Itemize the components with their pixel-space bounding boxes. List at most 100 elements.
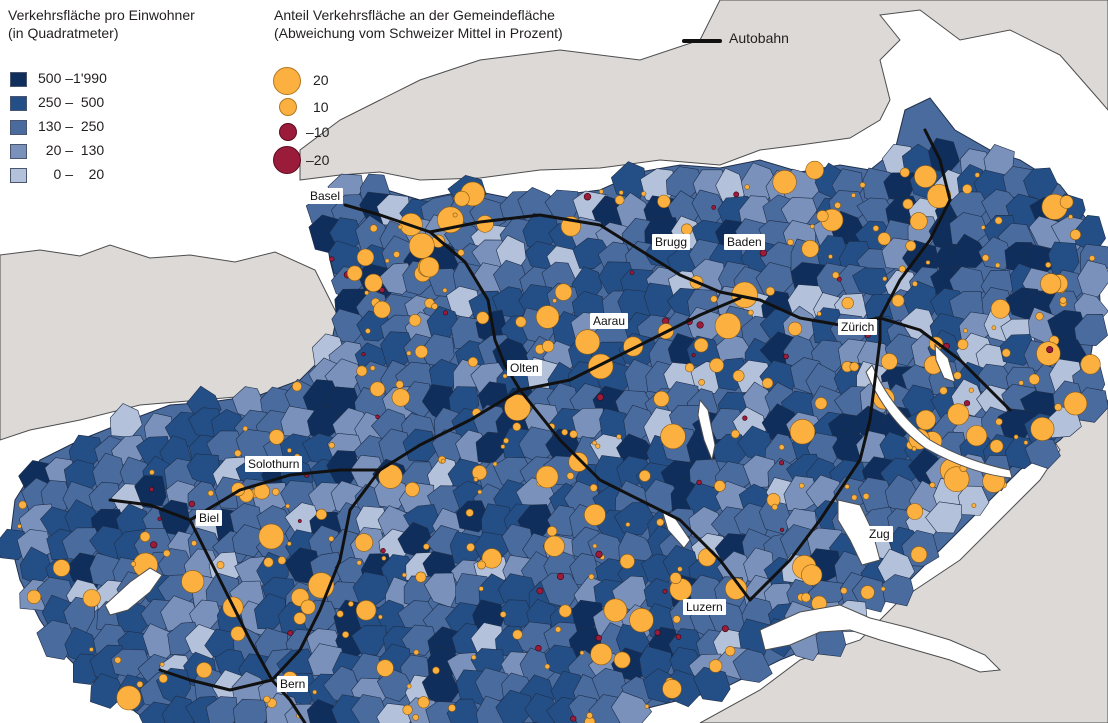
share-symbol-positive (543, 535, 565, 557)
share-symbol-positive (698, 378, 705, 386)
share-symbol-positive (503, 437, 509, 444)
share-symbol-positive (684, 362, 695, 373)
legend-area-class-label: 250 – 500 (38, 94, 105, 110)
share-symbol-positive (586, 712, 593, 719)
municipality-cell (161, 695, 196, 723)
lake-biel (104, 567, 163, 616)
share-symbol-positive (991, 325, 997, 331)
share-symbol-positive (356, 248, 375, 267)
share-symbol-positive (406, 683, 412, 689)
city-label-brugg: Brugg (652, 234, 691, 250)
share-symbol-positive (713, 480, 726, 492)
share-symbol-positive (440, 458, 446, 464)
share-symbol-positive (139, 531, 151, 543)
share-symbol-positive (347, 601, 354, 607)
share-symbol-positive (771, 503, 778, 511)
share-symbol-positive (285, 503, 291, 509)
share-symbol-negative (379, 287, 385, 293)
share-symbol-positive (158, 673, 168, 684)
share-symbol-positive (181, 570, 205, 594)
share-symbol-positive (402, 704, 413, 716)
share-symbol-positive (401, 572, 407, 578)
share-symbol-positive (724, 577, 747, 600)
lake-hallwil (697, 398, 716, 462)
share-symbol-negative (536, 587, 544, 595)
share-symbol-positive (693, 338, 709, 353)
share-symbol-positive (957, 338, 969, 350)
share-symbol-positive (378, 614, 383, 620)
share-symbol-positive (369, 381, 386, 397)
share-symbol-positive (216, 561, 225, 569)
lake-lucerne (759, 604, 1002, 673)
share-symbol-positive (52, 559, 71, 577)
share-symbol-positive (834, 201, 841, 209)
highway-olten-zurich (518, 296, 742, 392)
share-symbol-positive (346, 265, 363, 282)
share-symbol-positive (832, 271, 840, 279)
municipality-cell (693, 666, 731, 703)
legend-swatch (10, 168, 27, 183)
share-symbol-negative (662, 588, 668, 594)
city-label-olten: Olten (507, 360, 542, 376)
share-symbol-positive (467, 356, 479, 368)
highway-zurich-east (878, 316, 1012, 412)
share-symbol-positive (500, 611, 507, 618)
share-symbol-positive (912, 280, 918, 287)
share-symbol-positive (989, 439, 1004, 454)
share-symbol-positive (851, 192, 856, 198)
city-label-baden: Baden (724, 234, 765, 250)
share-symbol-positive (732, 369, 745, 382)
share-symbol-positive (404, 481, 420, 497)
share-symbol-positive (17, 523, 22, 529)
share-symbol-positive (798, 482, 805, 489)
share-symbol-positive (328, 442, 335, 449)
municipality-cells (0, 137, 1108, 723)
share-symbol-positive (872, 225, 880, 232)
share-symbol-positive (849, 361, 860, 372)
share-symbol-positive (408, 314, 422, 327)
share-symbol-positive (994, 216, 1003, 225)
municipality-cell (925, 501, 963, 534)
share-symbol-positive (801, 592, 811, 603)
municipality-cell (351, 625, 387, 656)
share-symbol-positive (772, 170, 797, 195)
share-symbol-negative (188, 500, 196, 508)
share-symbol-positive (929, 482, 936, 489)
share-symbol-positive (196, 662, 213, 679)
share-symbol-positive (851, 494, 858, 501)
share-symbol-positive (995, 262, 1001, 268)
share-symbol-positive (286, 541, 292, 547)
share-symbol-positive (412, 714, 420, 721)
share-symbol-positive (431, 302, 438, 310)
share-symbol-positive (801, 240, 820, 258)
share-symbol-positive (373, 300, 391, 319)
legend-area-class-label: 0 – 20 (38, 166, 105, 182)
share-symbol-negative (779, 527, 785, 532)
legend-share-symbol (273, 67, 301, 95)
share-symbol-positive (981, 254, 990, 262)
legend-area-class-label: 130 – 250 (38, 118, 105, 134)
share-symbol-positive (1040, 273, 1062, 295)
share-symbol-positive (656, 518, 665, 527)
share-symbol-positive (592, 543, 598, 549)
share-symbol-positive (592, 440, 597, 446)
municipality-cell (732, 648, 773, 683)
share-symbol-positive (789, 419, 816, 445)
share-symbol-positive (354, 533, 374, 552)
share-symbol-positive (535, 305, 560, 329)
share-symbol-positive (710, 295, 718, 303)
share-symbol-positive (315, 508, 328, 521)
share-symbol-negative (963, 400, 971, 407)
study-area (0, 97, 1108, 723)
share-symbol-positive (947, 403, 970, 426)
share-symbol-positive (130, 561, 137, 567)
highway-network (108, 128, 1012, 723)
share-symbol-positive (614, 195, 625, 205)
share-symbol-negative (595, 634, 602, 642)
share-symbol-positive (899, 167, 910, 178)
share-symbol-positive (207, 490, 214, 497)
share-symbol-positive (558, 604, 572, 618)
legend-area-title: Verkehrsfläche pro Einwohner (in Quadrat… (8, 7, 195, 41)
share-symbol-positive (910, 546, 928, 563)
share-symbol-positive (116, 685, 142, 711)
